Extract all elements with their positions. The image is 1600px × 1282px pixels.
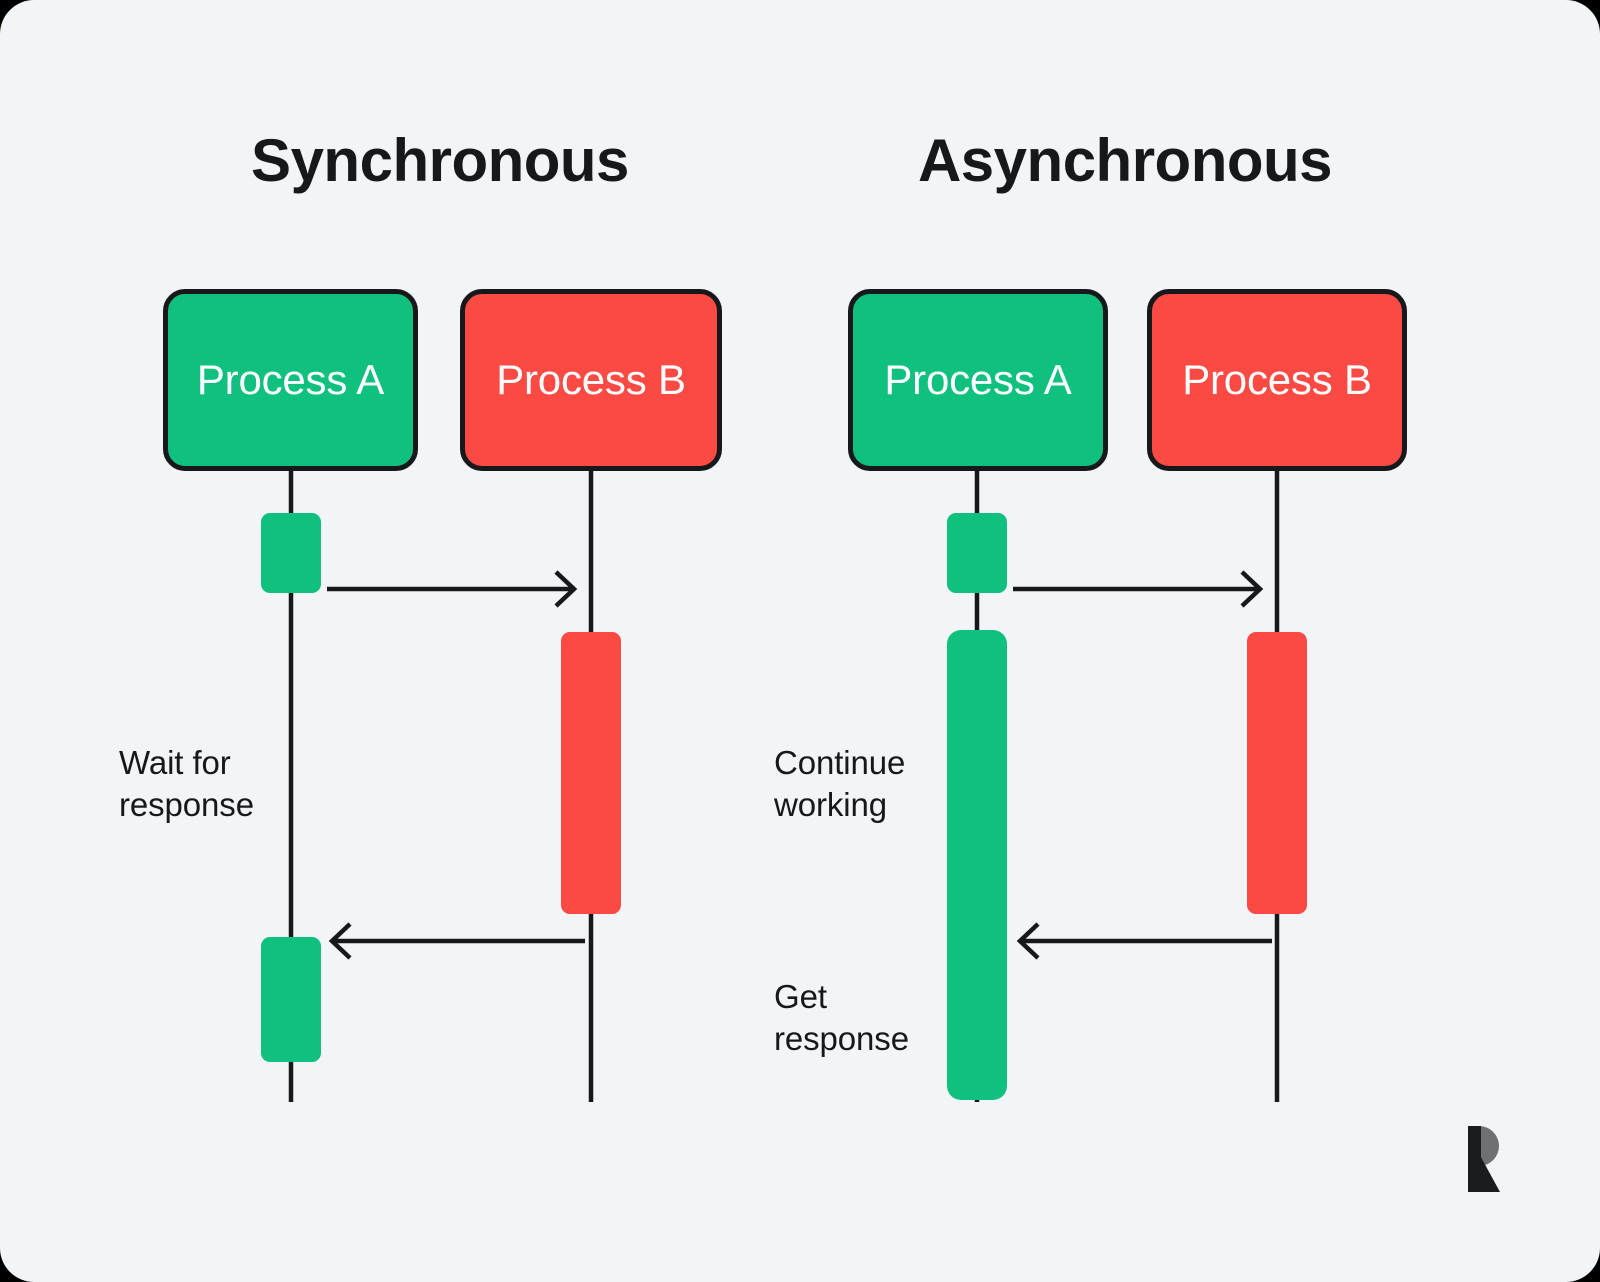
process-box-sync-process-a[interactable]: Process A bbox=[163, 289, 418, 471]
activation-sync-b-work bbox=[561, 632, 621, 914]
message-arrow-sync-response bbox=[328, 922, 585, 960]
activation-async-a-send bbox=[947, 513, 1007, 593]
r-logo bbox=[1468, 1126, 1500, 1192]
panel-title-synchronous: Synchronous bbox=[251, 127, 629, 194]
message-arrow-async-request bbox=[1013, 570, 1264, 608]
process-box-label: Process B bbox=[1182, 356, 1372, 403]
note-continue-working: Continue working bbox=[774, 744, 906, 823]
activation-async-a-working bbox=[947, 630, 1007, 1100]
note-get-response: Get response bbox=[774, 978, 909, 1057]
process-box-sync-process-b[interactable]: Process B bbox=[460, 289, 722, 471]
process-box-async-process-a[interactable]: Process A bbox=[848, 289, 1108, 471]
process-box-label: Process A bbox=[884, 356, 1072, 403]
process-box-label: Process A bbox=[196, 356, 385, 403]
process-box-label: Process B bbox=[496, 356, 686, 403]
message-arrow-async-response bbox=[1016, 922, 1272, 960]
process-box-async-process-b[interactable]: Process B bbox=[1147, 289, 1407, 471]
panel-title-asynchronous: Asynchronous bbox=[917, 127, 1333, 194]
activation-async-b-work bbox=[1247, 632, 1307, 914]
activation-sync-a-send bbox=[261, 513, 321, 593]
note-wait-for-response: Wait for response bbox=[119, 744, 254, 823]
message-arrow-sync-request bbox=[327, 570, 578, 608]
activation-sync-a-receive bbox=[261, 937, 321, 1062]
